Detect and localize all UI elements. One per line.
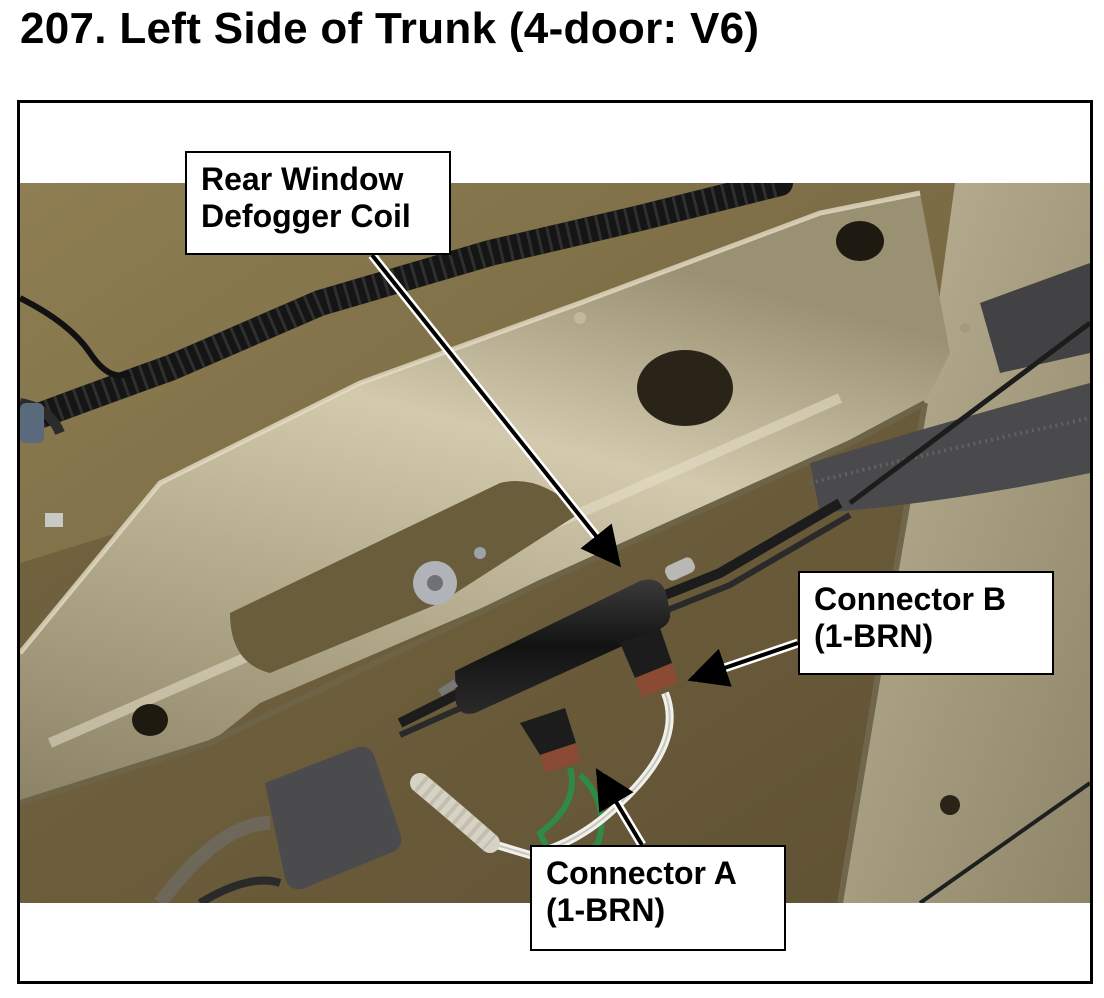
callout-line: (1-BRN) — [814, 618, 934, 654]
callout-line: Connector B — [814, 581, 1006, 617]
figure-frame: Rear Window Defogger Coil Connector B (1… — [17, 100, 1093, 984]
callout-rear-window-defogger-coil: Rear Window Defogger Coil — [185, 151, 451, 255]
callout-line: (1-BRN) — [546, 892, 666, 928]
foam-pad — [265, 746, 402, 890]
defogger-coil — [455, 579, 671, 714]
connector-b-body — [620, 628, 672, 678]
connector-a-body — [520, 708, 576, 755]
page-title: 207. Left Side of Trunk (4-door: V6) — [20, 4, 760, 53]
callout-connector-b: Connector B (1-BRN) — [798, 571, 1054, 675]
trunk-photo — [20, 183, 1090, 903]
callout-line: Defogger Coil — [201, 198, 411, 234]
callout-connector-a: Connector A (1-BRN) — [530, 845, 786, 951]
beam-hole-large — [637, 350, 733, 426]
callout-line: Connector A — [546, 855, 737, 891]
callout-line: Rear Window — [201, 161, 404, 197]
